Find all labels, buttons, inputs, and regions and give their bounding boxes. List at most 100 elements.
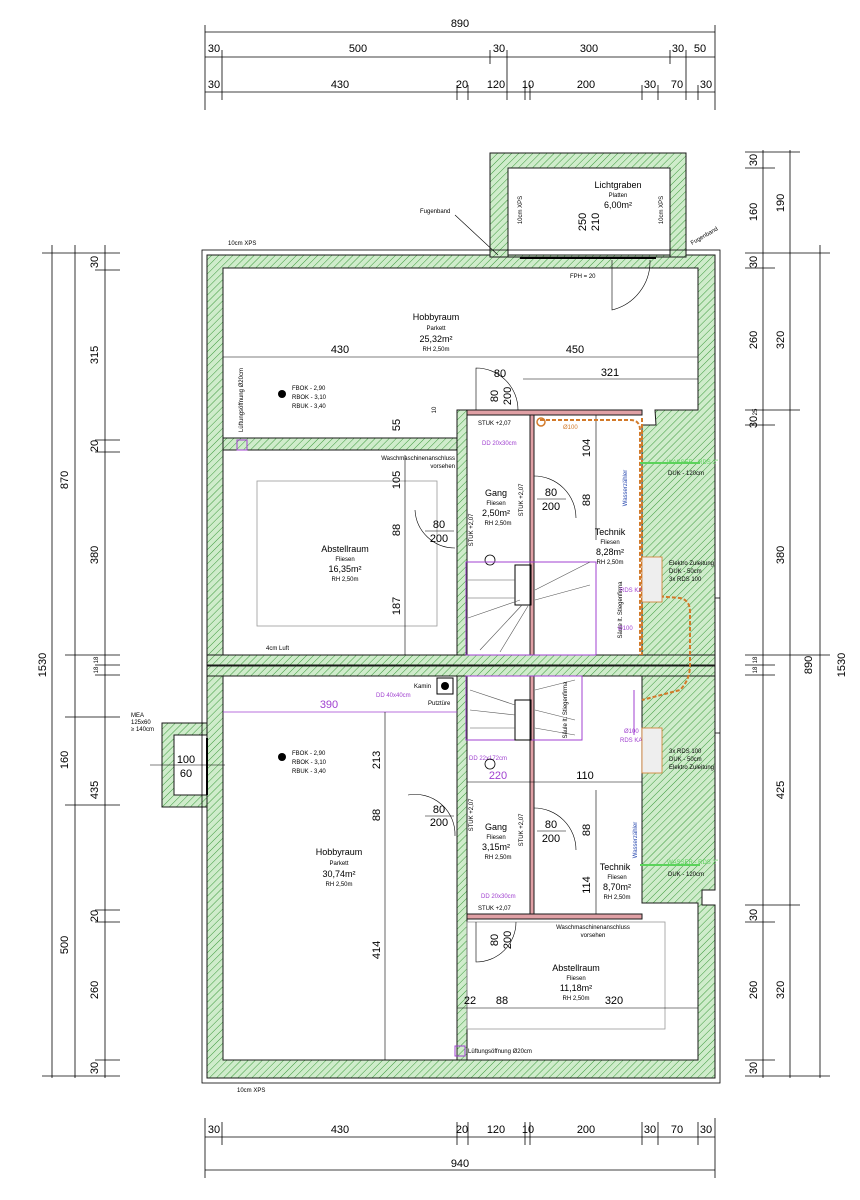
wall-h1: [222, 437, 459, 451]
abstell2-dim-88: 88: [496, 995, 508, 1007]
gang2-rh: RH 2,50m: [484, 855, 511, 861]
dim-top-total: 890: [451, 18, 469, 30]
wall-tech1: [529, 409, 535, 656]
technik2-rh: RH 2,50m: [603, 895, 630, 901]
room-abstell-2: Abstellraum Fliesen 11,18m² RH 2,50m Was…: [454, 921, 698, 1057]
dim-top2-f: 200: [577, 79, 595, 91]
room-hobby-2: Hobbyraum Parkett 30,74m² RH 2,50m 390 2…: [223, 677, 457, 1060]
dim-bot-d: 120: [487, 1124, 505, 1136]
window-h: 60: [180, 768, 192, 780]
lueftung1: Lüftungsöffnung Ø20cm: [239, 368, 245, 432]
technik2-dim-88: 88: [581, 824, 593, 836]
wall-tech-top: [466, 409, 643, 416]
lichtgraben-floor: Platten: [609, 193, 628, 199]
dim-bot-e: 10: [522, 1124, 534, 1136]
dim-left-c: 20: [89, 440, 101, 452]
dim-right-d: 30: [748, 256, 760, 268]
o100-2: Ø100: [618, 626, 633, 632]
room-gang-1: Gang Fliesen 2,50m² RH 2,50m STUK +2,07 …: [469, 421, 577, 566]
dim-right-o: 30: [748, 909, 760, 921]
dim-right-q: 320: [775, 981, 787, 999]
dim-top2-a: 30: [208, 79, 220, 91]
hobby2-area: 30,74m²: [322, 869, 355, 879]
dim-left-f: 18: [94, 666, 100, 673]
technik1-floor: Fliesen: [600, 540, 619, 546]
level-marker-1: [278, 390, 286, 398]
levels2-b: RBOK - 3,10: [292, 760, 327, 766]
room-abstell-1: Abstellraum Fliesen 16,35m² RH 2,50m Was…: [256, 419, 456, 655]
gang2-area: 3,15m²: [482, 842, 510, 852]
lueftung2: Lüftungsöffnung Ø20cm: [468, 1049, 532, 1055]
dim-top2-h: 70: [671, 79, 683, 91]
hobby1-door-w: 80: [494, 368, 506, 380]
wasch1-b: vorsehen: [430, 464, 455, 470]
lichtgraben-xps-l: 10cm XPS: [518, 196, 524, 224]
duk120-2: DUK - 120cm: [668, 872, 704, 878]
o100-1: Ø100: [563, 425, 578, 431]
window-w: 100: [177, 754, 195, 766]
dim-right-a: 30: [748, 154, 760, 166]
hobby2-dim-390: 390: [320, 699, 338, 711]
stair-lower: [465, 675, 583, 741]
technik2-floor: Fliesen: [607, 875, 626, 881]
stuk-6: STUK +2,07: [478, 906, 512, 912]
technik1-area: 8,28m²: [596, 547, 624, 557]
abstell1-dim-187: 187: [391, 597, 403, 615]
levels2-a: FBOK - 2,90: [292, 751, 326, 757]
dim-right-g: 25: [753, 408, 759, 415]
gang2-door-h: 200: [542, 833, 560, 845]
dim-left-i: 20: [89, 910, 101, 922]
hobby2-name: Hobbyraum: [316, 847, 363, 857]
dim-right-r: 30: [748, 1062, 760, 1074]
dim-left-b: 315: [89, 346, 101, 364]
hobby2-door-h: 200: [430, 817, 448, 829]
lichtgraben-fph: FPH = 20: [570, 274, 596, 280]
gang1-area: 2,50m²: [482, 508, 510, 518]
room-technik-1: Technik Fliesen 8,28m² RH 2,50m 104 88 Ø…: [536, 415, 718, 701]
dim-left-870: 870: [59, 471, 71, 489]
dim-left-k: 30: [89, 1062, 101, 1074]
putz: Putztüre: [428, 701, 451, 707]
dim-left-1530: 1530: [37, 653, 49, 677]
hobby1-floor: Parkett: [426, 326, 445, 332]
xps-top-label: 10cm XPS: [228, 241, 256, 247]
saeule-2: Säule lt. Stiegenfirma: [563, 681, 569, 739]
left-dimensions: [42, 245, 120, 1078]
saeule-1: Säule lt. Stiegenfirma: [618, 581, 624, 639]
dim-right-i: 380: [775, 546, 787, 564]
dd2: DD 40x40cm: [376, 693, 411, 699]
o100-3: Ø100: [624, 729, 639, 735]
abstell1-door-h: 200: [430, 533, 448, 545]
wall-v1: [456, 409, 468, 656]
dim-top2-i: 30: [700, 79, 712, 91]
hobby1-dim-10: 10: [432, 406, 438, 413]
gang1-floor: Fliesen: [486, 501, 505, 507]
wall-mid-b: [206, 665, 716, 677]
dim-bot-c: 20: [456, 1124, 468, 1136]
abstell2-dim-320: 320: [605, 995, 623, 1007]
technik2-name: Technik: [600, 862, 631, 872]
dim-left-d: 380: [89, 546, 101, 564]
luft-label: 4cm Luft: [266, 646, 289, 652]
abstell2-dim-22: 22: [464, 995, 476, 1007]
lichtgraben-d2: 210: [590, 213, 602, 231]
hobby1-dim-right: 450: [566, 344, 584, 356]
dim-right-h: 30: [748, 416, 760, 428]
dd1: DD 20x30cm: [482, 441, 517, 447]
elektro-top-a: Elektro Zuleitung: [669, 561, 714, 567]
level-marker-2: [278, 753, 286, 761]
dim-right-p: 260: [748, 981, 760, 999]
dim-right-e: 260: [748, 331, 760, 349]
abstell2-door-w: 80: [489, 934, 501, 946]
walls: [161, 152, 721, 1084]
stuk-5: STUK +2,07: [519, 813, 525, 847]
wasch1-a: Waschmaschinenanschluss: [381, 456, 455, 462]
hobby2-dim-414: 414: [371, 941, 383, 959]
dim-bot-total: 940: [451, 1158, 469, 1170]
technik2-dim-114: 114: [581, 876, 593, 894]
elektro-top-b: DUK - 50cm: [669, 569, 702, 575]
dim-right-f: 320: [775, 331, 787, 349]
elektro-top-c: 3x RDS 100: [669, 577, 702, 583]
technik2-area: 8,70m²: [603, 882, 631, 892]
dim-top2-g: 30: [644, 79, 656, 91]
